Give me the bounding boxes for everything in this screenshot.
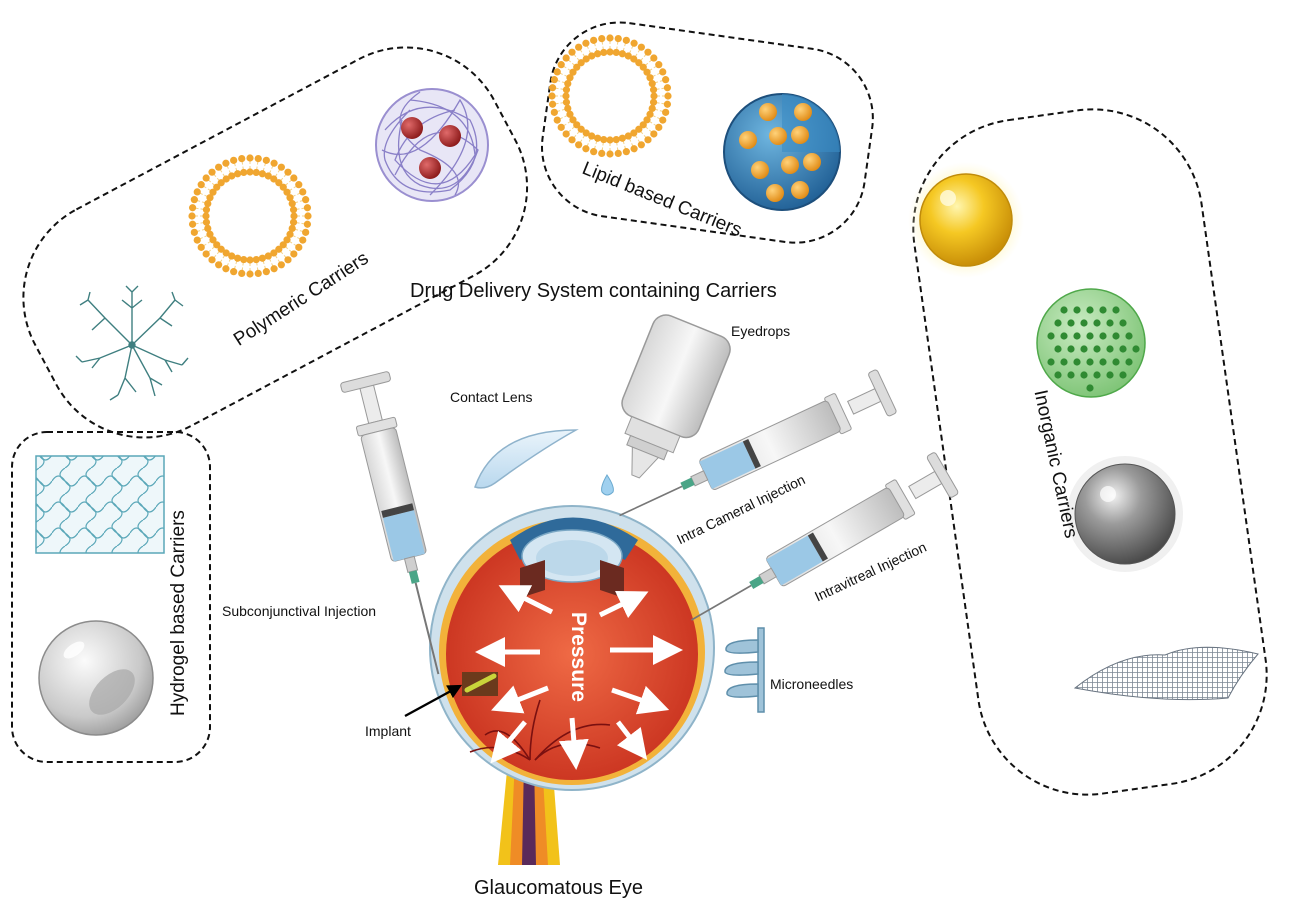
polymeric-liposome-icon xyxy=(188,154,312,278)
solid-lipid-nanoparticle-icon xyxy=(723,93,841,211)
hydrogel-sphere-icon xyxy=(38,620,154,736)
inorganic-carriers-box xyxy=(912,108,1268,796)
diagram-title: Drug Delivery System containing Carriers xyxy=(410,280,777,302)
lipid-carriers-box xyxy=(540,21,874,244)
hydrogel-carriers-box xyxy=(11,431,211,763)
contact-lens-icon xyxy=(474,429,579,489)
graphene-sheet-icon xyxy=(1073,646,1259,701)
eye-label: Glaucomatous Eye xyxy=(474,877,643,899)
dendrimer-icon xyxy=(75,285,189,401)
intravitreal-syringe-icon xyxy=(691,452,959,621)
eyedrop-droplet-icon xyxy=(601,474,614,496)
subconjunctival-syringe-icon xyxy=(340,371,440,675)
intracameral-syringe-icon xyxy=(619,369,897,517)
subconjunctival-label: Subconjunctival Injection xyxy=(222,603,377,619)
pressure-label: Pressure xyxy=(567,612,590,702)
mesoporous-silica-icon xyxy=(1036,288,1146,398)
microneedles-icon xyxy=(724,627,765,713)
implant-label: Implant xyxy=(365,723,411,739)
implant-pointer-arrow xyxy=(404,684,463,718)
gold-nanoparticle-icon xyxy=(908,162,1024,278)
glaucomatous-eye-illustration xyxy=(429,505,715,865)
polymer-nanoparticle-icon xyxy=(375,88,489,202)
eyedrops-bottle-icon xyxy=(621,314,731,479)
contact-lens-label: Contact Lens xyxy=(450,389,533,405)
hydrogel-network-pattern xyxy=(36,456,164,553)
polymeric-carriers-box xyxy=(22,46,529,439)
metal-nanoparticle-icon xyxy=(1067,456,1183,572)
microneedles-label: Microneedles xyxy=(770,676,854,692)
eyedrops-label: Eyedrops xyxy=(731,323,791,339)
lipid-liposome-icon xyxy=(548,34,672,158)
hydrogel-carriers-label: Hydrogel based Carriers xyxy=(168,510,189,716)
